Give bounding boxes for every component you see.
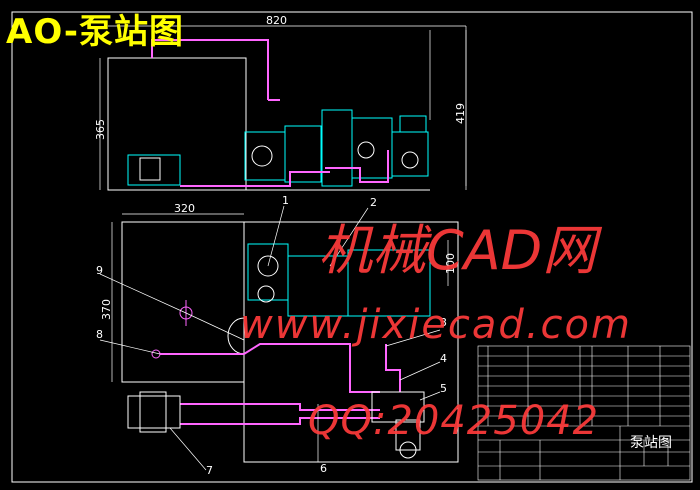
- top-valve: [127, 154, 181, 186]
- balloon-3: 3: [440, 316, 447, 329]
- balloon-7: 7: [206, 464, 213, 477]
- bottom-valve-group: [371, 391, 425, 423]
- watermark-site-name: 机械CAD网: [318, 219, 597, 282]
- dim-top-right-height: 419: [454, 103, 467, 124]
- dim-bottom-left-height: 370: [100, 299, 113, 320]
- top-tank: [107, 57, 247, 191]
- bottom-motor: [247, 243, 289, 301]
- balloon-1: 1: [282, 194, 289, 207]
- top-pipe: [151, 39, 269, 100]
- bottom-base: [243, 221, 459, 463]
- balloon-2: 2: [370, 196, 377, 209]
- balloon-4: 4: [440, 352, 447, 365]
- bottom-view: 320 370 100 1 2 3 4 5 6 7 8 9: [96, 194, 459, 477]
- watermark-qq: QQ:20425042: [308, 398, 600, 444]
- dim-top-left-height: 365: [94, 119, 107, 140]
- balloon-6: 6: [320, 462, 327, 475]
- dim-bottom-width: 320: [174, 202, 195, 215]
- title-block-drawing-name: 泵站图: [630, 435, 672, 451]
- top-motor: [244, 131, 286, 181]
- dim-bottom-right-height: 100: [444, 253, 457, 274]
- title-block: [477, 345, 691, 481]
- watermark-url: www.jixiecad.com: [240, 302, 632, 348]
- dim-top-width: 820: [266, 14, 287, 27]
- bottom-tank: [121, 221, 245, 383]
- balloon-9: 9: [96, 264, 103, 277]
- balloon-8: 8: [96, 328, 103, 341]
- top-view: 820 365 419: [94, 14, 467, 191]
- balloon-5: 5: [440, 382, 447, 395]
- drawing-frame: [11, 11, 693, 483]
- bottom-left-valve: [127, 395, 181, 429]
- drawing-title: AO-泵站图: [6, 12, 184, 52]
